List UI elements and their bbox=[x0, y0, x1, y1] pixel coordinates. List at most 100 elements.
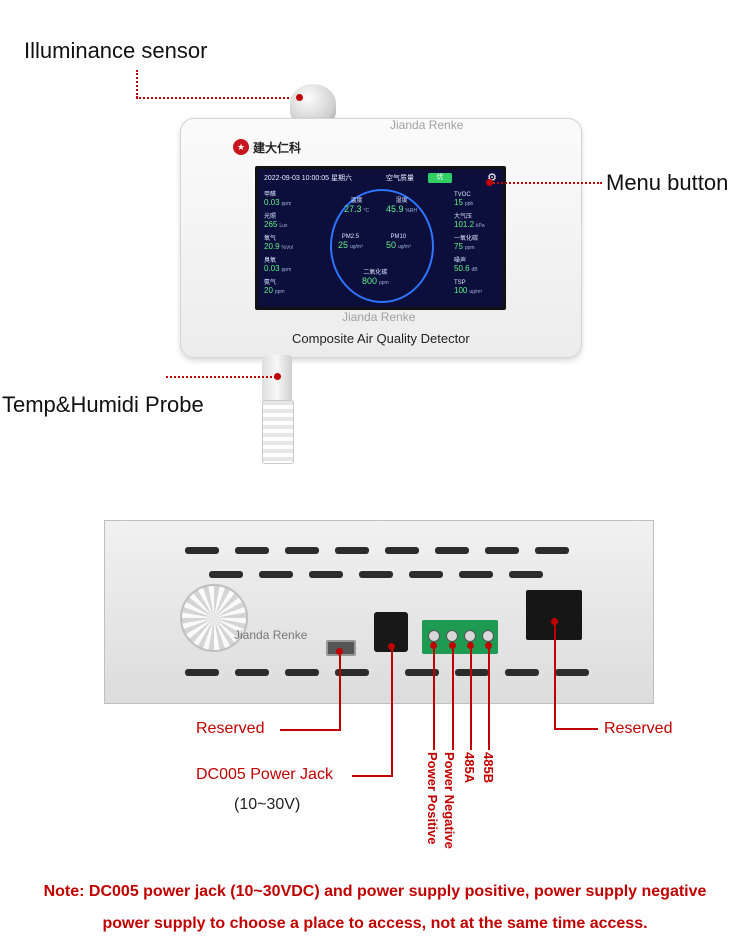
screen-weekday: 星期六 bbox=[330, 175, 352, 182]
terminal-screw bbox=[482, 630, 494, 642]
terminal-screw bbox=[464, 630, 476, 642]
terminal-leader bbox=[452, 646, 454, 750]
vent-slot bbox=[459, 571, 493, 578]
terminal-screw bbox=[428, 630, 440, 642]
reserved-left-leader-h bbox=[280, 729, 341, 731]
note-line-1: Note: DC005 power jack (10~30VDC) and po… bbox=[43, 883, 707, 900]
terminal-dot bbox=[485, 642, 492, 649]
aqi-label: 空气质量 bbox=[386, 175, 414, 182]
menu-button-label: Menu button bbox=[606, 170, 729, 195]
dc005-leader-h bbox=[352, 775, 393, 777]
screen-time: 10:00:05 bbox=[301, 175, 330, 182]
terminal-leader bbox=[433, 646, 435, 750]
vent-slot bbox=[485, 547, 519, 554]
vent-slot bbox=[409, 571, 443, 578]
terminal-dot bbox=[449, 642, 456, 649]
screen-center-ring bbox=[330, 189, 434, 303]
485b-label: 485B bbox=[481, 752, 496, 784]
vent-slot bbox=[385, 547, 419, 554]
reserved-right-leader-v bbox=[554, 622, 556, 730]
vent-slot bbox=[335, 547, 369, 554]
vent-slot bbox=[455, 669, 489, 676]
power-negative-label: Power Negative bbox=[442, 752, 457, 849]
watermark-bottom: Jianda Renke bbox=[342, 310, 416, 324]
menu-leader-dot bbox=[486, 179, 493, 186]
terminal-dot bbox=[430, 642, 437, 649]
dc005-label: DC005 Power Jack bbox=[196, 766, 333, 783]
vent-slot bbox=[359, 571, 393, 578]
vent-slot bbox=[285, 547, 319, 554]
terminal-screw bbox=[446, 630, 458, 642]
vent-slot bbox=[335, 669, 369, 676]
terminal-dot bbox=[467, 642, 474, 649]
vent-slot bbox=[185, 669, 219, 676]
terminal-block bbox=[422, 620, 498, 654]
probe-leader-dot bbox=[274, 373, 281, 380]
vent-slot bbox=[259, 571, 293, 578]
vent-slot bbox=[509, 571, 543, 578]
watermark-top: Jianda Renke bbox=[390, 118, 464, 132]
menu-gear-icon[interactable]: ⚙ bbox=[487, 172, 497, 184]
vent-slot bbox=[535, 547, 569, 554]
wiring-note: Note: DC005 power jack (10~30VDC) and po… bbox=[10, 876, 740, 940]
reserved-right-leader-h bbox=[554, 728, 598, 730]
screen-date: 2022-09-03 bbox=[264, 175, 300, 182]
aqi-status: 优 bbox=[436, 174, 444, 181]
product-title: Composite Air Quality Detector bbox=[292, 331, 470, 346]
brand-name: 建大仁科 bbox=[253, 141, 302, 155]
vent-slot bbox=[435, 547, 469, 554]
note-line-2: power supply to choose a place to access… bbox=[102, 915, 648, 932]
aqi-status-badge: 优 bbox=[428, 173, 452, 183]
vent-slot bbox=[555, 669, 589, 676]
temp-humidity-probe bbox=[262, 400, 294, 464]
illuminance-leader-vertical bbox=[136, 70, 140, 98]
probe-label: Temp&Humidi Probe bbox=[2, 392, 204, 417]
vent-slot bbox=[235, 547, 269, 554]
reserved-left-dot bbox=[336, 648, 343, 655]
illuminance-sensor-dome bbox=[290, 84, 336, 124]
menu-leader-line bbox=[490, 182, 602, 186]
485a-label: 485A bbox=[462, 752, 477, 784]
terminal-leader bbox=[470, 646, 472, 750]
reserved-right-dot bbox=[551, 618, 558, 625]
brand-logo-icon: ★ bbox=[233, 139, 249, 155]
probe-leader-line bbox=[166, 376, 276, 380]
illuminance-leader-horizontal bbox=[136, 97, 296, 101]
terminal-leader bbox=[488, 646, 490, 750]
dc005-dot bbox=[388, 643, 395, 650]
illuminance-sensor-label: Illuminance sensor bbox=[24, 38, 208, 63]
reserved-left-label: Reserved bbox=[196, 720, 265, 737]
illuminance-leader-dot bbox=[296, 94, 303, 101]
vent-slot bbox=[285, 669, 319, 676]
dc005-voltage: (10~30V) bbox=[234, 796, 301, 813]
fan-grille bbox=[180, 584, 248, 652]
screen-datetime: 2022-09-03 10:00:05 星期六 bbox=[264, 173, 352, 183]
vent-slot bbox=[235, 669, 269, 676]
vent-slot bbox=[505, 669, 539, 676]
dc005-leader-v bbox=[391, 647, 393, 777]
vent-slot bbox=[185, 547, 219, 554]
vent-slot bbox=[209, 571, 243, 578]
reserved-right-label: Reserved bbox=[604, 720, 673, 737]
power-positive-label: Power Positive bbox=[425, 752, 440, 845]
vent-slot bbox=[309, 571, 343, 578]
reserved-left-leader-v bbox=[339, 652, 341, 730]
vent-slot bbox=[405, 669, 439, 676]
watermark-bottom-view: Jianda Renke bbox=[234, 628, 308, 642]
